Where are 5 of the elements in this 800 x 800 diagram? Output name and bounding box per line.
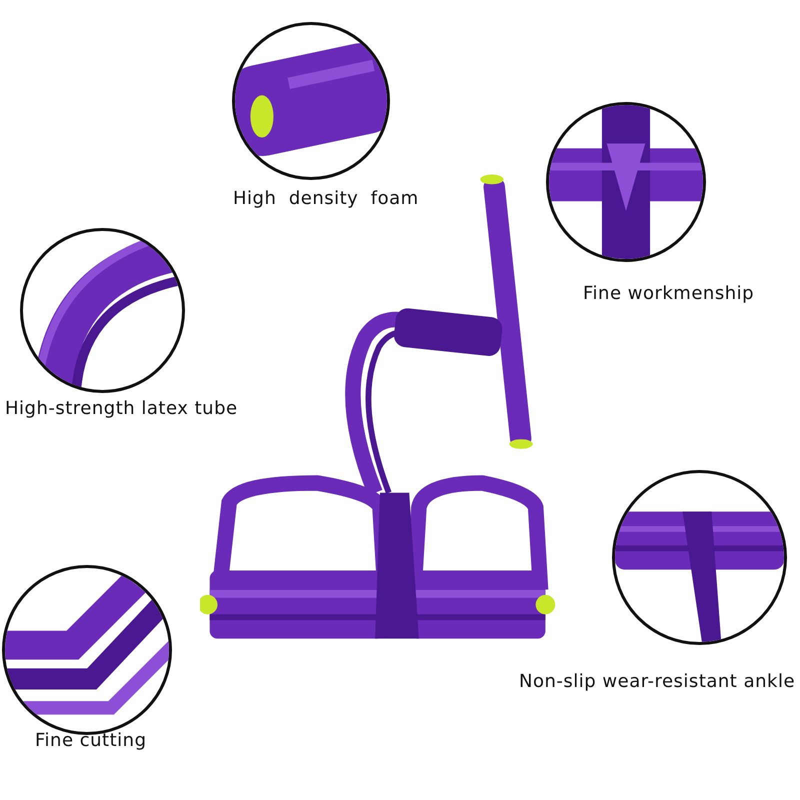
feature-caption: Non-slip wear-resistant ankle <box>519 671 796 692</box>
feature-caption: High-strength latex tube <box>5 398 238 419</box>
feature-caption: Fine cutting <box>35 730 147 751</box>
feature-caption: Fine workmenship <box>583 283 754 304</box>
feature-caption: High density foam <box>233 188 419 209</box>
